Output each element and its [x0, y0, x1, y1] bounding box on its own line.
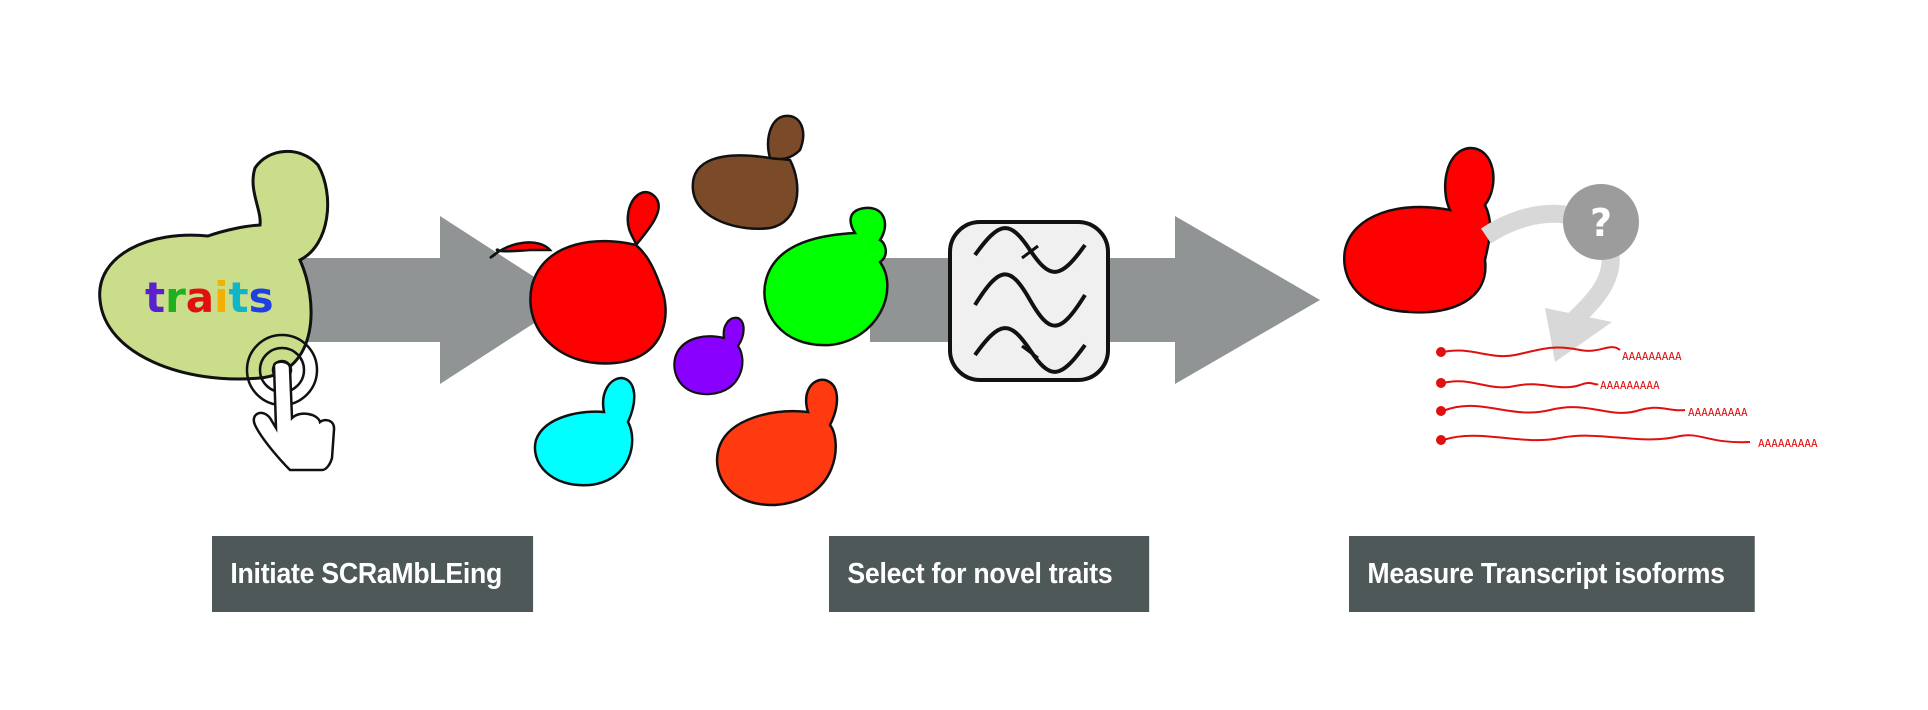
traits-letter: t: [145, 273, 165, 322]
polya-tail-2: AAAAAAAAA: [1600, 379, 1660, 392]
polya-tail-3: AAAAAAAAA: [1688, 406, 1748, 419]
yeast-cell-red: [489, 191, 667, 365]
selected-yeast-cell: [1343, 146, 1495, 314]
yeast-cell-cyan: [533, 376, 636, 487]
polya-tail-4: AAAAAAAAA: [1758, 437, 1818, 450]
step-label-initiate: Initiate SCRaMbLEing: [212, 536, 534, 612]
filter-waves-icon: [948, 220, 1110, 382]
yeast-cell-orange: [715, 378, 839, 507]
traits-letter: r: [165, 273, 186, 322]
traits-letter: t: [229, 273, 249, 322]
process-arrow-1: [290, 216, 570, 384]
svg-text:?: ?: [1590, 201, 1612, 245]
yeast-cell-purple: [673, 316, 745, 396]
transcript-isoforms: [1436, 346, 1751, 445]
question-icon: ?: [1563, 184, 1639, 260]
step-label-measure: Measure Transcript isoforms: [1349, 536, 1755, 612]
yeast-cell-brown: [691, 114, 805, 230]
polya-tail-1: AAAAAAAAA: [1622, 350, 1682, 363]
parent-yeast-cell: [98, 150, 330, 381]
traits-letter: s: [249, 273, 274, 322]
yeast-cell-green: [763, 206, 889, 347]
traits-letter: a: [186, 273, 214, 322]
tap-hand-icon: [245, 333, 336, 472]
step-label-select: Select for novel traits: [829, 536, 1150, 612]
traits-word: traits: [145, 273, 274, 322]
traits-letter: i: [214, 273, 228, 322]
